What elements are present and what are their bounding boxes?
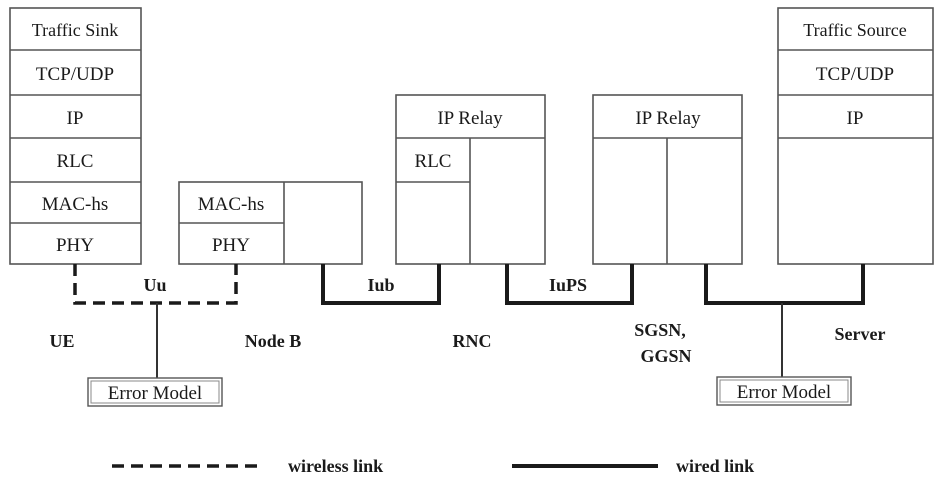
- rnc-stack: IP Relay RLC: [395, 94, 546, 265]
- server-error-model-label: Error Model: [737, 382, 831, 403]
- server-layer-traffic-source: Traffic Source: [803, 20, 906, 40]
- server-stack: Traffic Source TCP/UDP IP: [777, 7, 934, 265]
- rnc-layer-ip-relay: IP Relay: [437, 108, 503, 129]
- node-label-sgsn: SGSN,: [634, 320, 686, 340]
- legend-wired-label: wired link: [676, 456, 754, 476]
- ue-layer-phy: PHY: [56, 235, 94, 256]
- legend: wireless link wired link: [112, 456, 754, 476]
- ue-layer-mac-hs: MAC-hs: [42, 194, 109, 215]
- ue-layer-rlc: RLC: [57, 151, 94, 172]
- iub-wired-link: [321, 264, 441, 305]
- ue-error-model: Error Model: [87, 377, 223, 407]
- ue-layer-ip: IP: [67, 108, 84, 129]
- ue-stack: Traffic Sink TCP/UDP IP RLC MAC-hs PHY: [9, 7, 142, 265]
- nodeb-layer-phy: PHY: [212, 235, 250, 256]
- ue-layer-traffic-sink: Traffic Sink: [32, 20, 119, 40]
- legend-wireless-label: wireless link: [288, 456, 383, 476]
- server-layer-ip: IP: [847, 108, 864, 129]
- ue-stack-frame: [9, 7, 142, 265]
- server-layer-tcp-udp: TCP/UDP: [816, 64, 894, 85]
- iub-link-label: Iub: [367, 275, 394, 295]
- server-stack-frame: [777, 7, 934, 265]
- node-label-nodeb: Node B: [245, 331, 302, 351]
- ue-error-model-label: Error Model: [108, 383, 202, 404]
- node-label-server: Server: [835, 324, 886, 344]
- sgsn-layer-ip-relay: IP Relay: [635, 108, 701, 129]
- iups-wired-link: [505, 264, 634, 305]
- sgsn-stack: IP Relay: [592, 94, 743, 265]
- nodeb-stack: MAC-hs PHY: [178, 181, 363, 265]
- server-error-model: Error Model: [716, 376, 852, 406]
- node-label-ue: UE: [49, 331, 74, 351]
- node-label-rnc: RNC: [453, 331, 492, 351]
- iups-link-label: IuPS: [549, 275, 587, 295]
- uu-wireless-link: [73, 264, 238, 305]
- uu-link-label: Uu: [143, 275, 166, 295]
- nodeb-layer-mac-hs: MAC-hs: [198, 194, 265, 215]
- ue-layer-tcp-udp: TCP/UDP: [36, 64, 114, 85]
- core-server-wired-link: [704, 264, 865, 305]
- rnc-layer-rlc: RLC: [415, 151, 452, 172]
- node-label-ggsn: GGSN: [640, 346, 691, 366]
